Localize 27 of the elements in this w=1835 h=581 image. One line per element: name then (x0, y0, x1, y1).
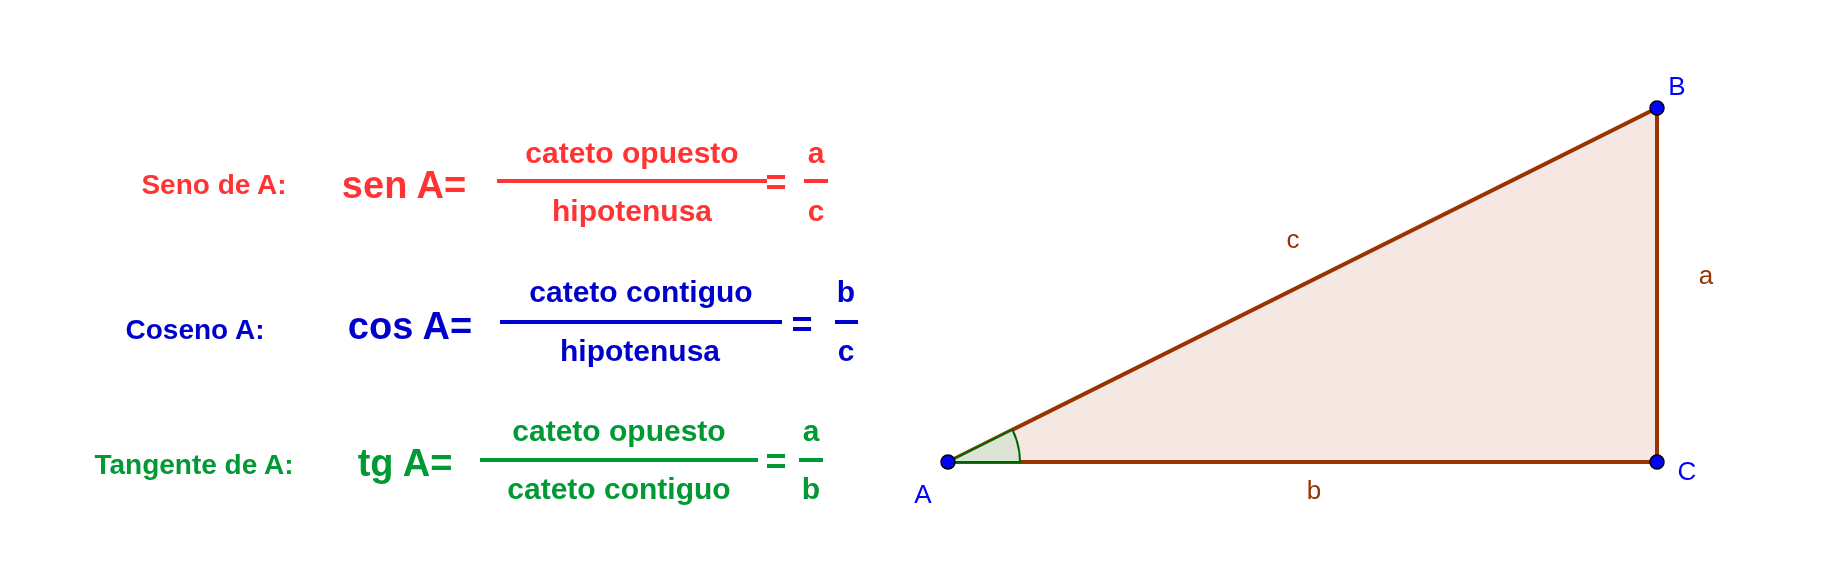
equals-sign: = (765, 165, 787, 201)
fraction-denominator: c (807, 196, 825, 226)
equals-sign: = (791, 307, 813, 343)
side-label: b (1306, 477, 1322, 503)
fraction-numerator: cateto contiguo (529, 277, 753, 307)
side-label: a (1698, 262, 1714, 288)
side-label: c (1286, 226, 1300, 252)
fraction-denominator: hipotenusa (552, 196, 712, 226)
vertex-label: B (1668, 73, 1686, 99)
fraction-numerator: a (807, 138, 825, 168)
fraction-denominator: cateto contiguo (507, 474, 731, 504)
fraction-numerator: cateto opuesto (525, 138, 739, 168)
vertex-label: A (914, 481, 932, 507)
formula-term: sen A= (341, 166, 467, 204)
fraction-denominator: c (837, 336, 855, 366)
vertex-label: C (1677, 458, 1697, 484)
formula-term: cos A= (347, 307, 473, 345)
function-name: Tangente de A: (94, 451, 294, 479)
equals-sign: = (765, 444, 787, 480)
fraction-numerator: b (836, 277, 856, 307)
fraction-denominator: hipotenusa (560, 336, 720, 366)
formula-term: tg A= (357, 444, 453, 482)
fraction-numerator: cateto opuesto (512, 416, 726, 446)
function-name: Coseno A: (125, 316, 265, 344)
function-name: Seno de A: (141, 171, 287, 199)
fraction-denominator: b (801, 474, 821, 504)
fraction-numerator: a (802, 416, 820, 446)
